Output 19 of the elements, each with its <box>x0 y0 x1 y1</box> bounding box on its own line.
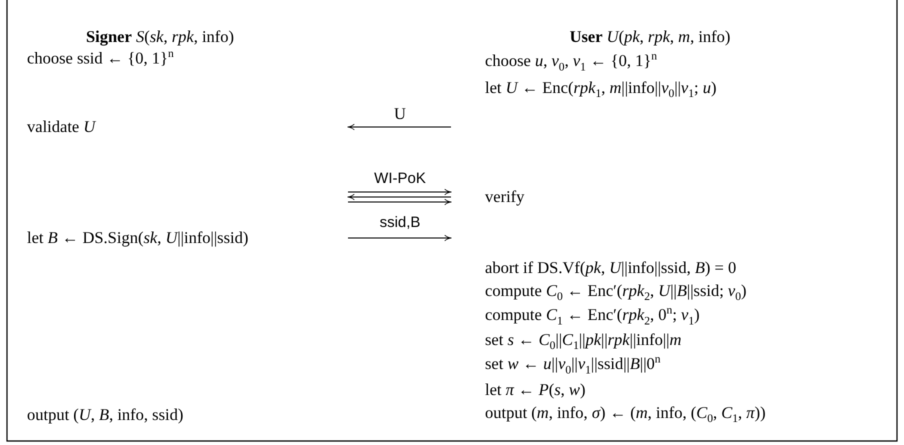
protocol-step: compute C$_{0}$ ← Enc′(rpk$_{2}$, U||B||ssid; v$_{0}$) <box>485 280 747 306</box>
arrow-label: U <box>394 104 406 124</box>
protocol-step: set s ← C$_{0}$||C$_{1}$||pk||rpk||info||m <box>485 330 682 354</box>
protocol-step: output (U, B, info, ssid) <box>27 405 184 425</box>
party-heading: User U(pk, rpk, m, info) <box>570 27 730 47</box>
protocol-step: abort if DS.Vf(pk, U||info||ssid, B) = 0 <box>485 258 736 278</box>
protocol-step: let π ← P(s, w) <box>485 380 586 400</box>
protocol-step: let B ← DS.Sign(sk, U||info||ssid) <box>27 228 248 248</box>
arrow-label: WI-PoK <box>374 170 426 188</box>
protocol-step: compute C$_{1}$ ← Enc′(rpk$_{2}$, 0$^{n}$; v$_{1}$) <box>485 304 700 330</box>
protocol-step: validate U <box>27 117 96 137</box>
protocol-step: choose ssid ← {0, 1}$^{n}$ <box>27 48 174 68</box>
protocol-step: let U ← Enc(rpk$_{1}$, m||info||v$_{0}$||v$_{1}$; u) <box>485 78 716 102</box>
protocol-step: choose u, v$_{0}$, v$_{1}$ ← {0, 1}$^{n}$ <box>485 50 658 76</box>
protocol-step: verify <box>485 187 524 207</box>
arrow-label: ssid,B <box>380 214 420 232</box>
party-heading: Signer S(sk, rpk, info) <box>86 27 234 47</box>
protocol-step: output (m, info, σ) ← (m, info, (C$_{0}$, C$_{1}$, π)) <box>485 402 766 428</box>
protocol-step: set w ← u||v$_{0}$||v$_{1}$||ssid||B||0$^{n}$ <box>485 354 661 378</box>
